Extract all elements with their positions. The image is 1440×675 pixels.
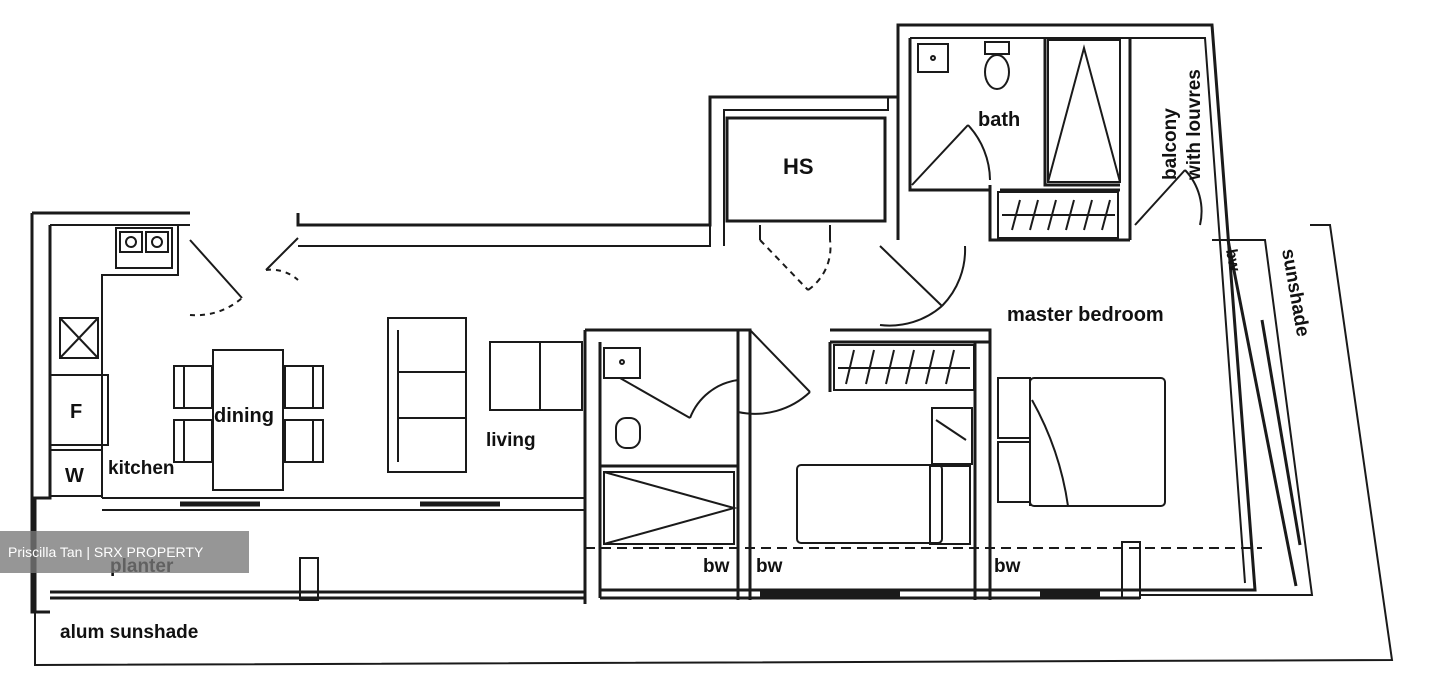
kitchen-counter bbox=[50, 224, 179, 498]
room-label-alum-sunshade: alum sunshade bbox=[60, 622, 198, 643]
shower-icon bbox=[1047, 39, 1121, 183]
bw-label: bw bbox=[994, 556, 1021, 577]
room-label-dining: dining bbox=[214, 405, 274, 427]
hs-room bbox=[725, 116, 887, 223]
room-label-kitchen: kitchen bbox=[108, 458, 175, 479]
room-label-living: living bbox=[486, 430, 536, 451]
watermark: Priscilla Tan | SRX PROPERTY bbox=[0, 531, 249, 573]
washer-label: W bbox=[65, 465, 84, 487]
svg-text:with louvres: with louvres bbox=[1184, 69, 1205, 181]
bw-label: bw bbox=[1222, 248, 1243, 273]
basin-icon bbox=[917, 43, 949, 73]
alum-sunshade-outline bbox=[34, 224, 1394, 667]
room-label-sunshade: sunshade bbox=[1277, 247, 1313, 338]
sofa bbox=[387, 317, 467, 473]
washer-icon bbox=[49, 449, 103, 497]
wardrobe bbox=[833, 344, 975, 391]
toilet-icon bbox=[615, 417, 641, 449]
svg-text:balcony: balcony bbox=[1160, 108, 1181, 180]
bed bbox=[1029, 377, 1166, 507]
bw-label: bw bbox=[703, 556, 730, 577]
hob-icon bbox=[115, 227, 173, 269]
room-label-bath: bath bbox=[978, 109, 1020, 131]
dining-chair bbox=[173, 365, 213, 409]
shower-icon bbox=[603, 471, 735, 545]
bw-label: bw bbox=[756, 556, 783, 577]
living-window-wall bbox=[102, 497, 585, 511]
fridge-icon bbox=[49, 374, 109, 446]
sunshade-band bbox=[1140, 239, 1314, 596]
sink-icon bbox=[59, 317, 99, 359]
room-label-hs: HS bbox=[783, 154, 814, 179]
fridge-label: F bbox=[70, 401, 82, 423]
wardrobe bbox=[997, 191, 1119, 239]
bed bbox=[796, 464, 943, 544]
bath-walls bbox=[896, 38, 1132, 242]
toilet-icon bbox=[984, 41, 1010, 55]
room-label-balcony: balcony with louvres bbox=[1160, 69, 1205, 181]
dining-chair bbox=[284, 365, 324, 409]
coffee-table bbox=[489, 341, 583, 411]
dining-chair bbox=[173, 419, 213, 463]
room-label-master-bedroom: master bedroom bbox=[1007, 304, 1164, 326]
dining-chair bbox=[284, 419, 324, 463]
